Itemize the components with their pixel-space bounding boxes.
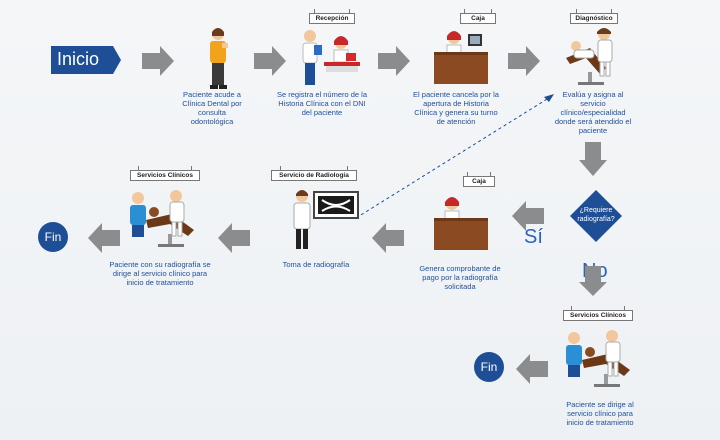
radiology-figure	[293, 190, 359, 249]
dashed-link	[355, 94, 554, 219]
step8-caption: Paciente se dirige al servicio clínico p…	[566, 400, 634, 427]
cashier-top-figure	[434, 31, 488, 84]
start-node: Inicio	[51, 46, 121, 74]
radiologia-sign: Servicio de Radiología	[271, 166, 357, 181]
end-node-left: Fin	[38, 222, 68, 252]
diagnostico-sign: Diagnóstico	[570, 9, 618, 24]
cashier-bottom-figure	[434, 197, 488, 250]
decision-node: ¿Requiere radiografía?	[570, 190, 622, 242]
yes-label: Sí	[524, 226, 543, 248]
step2-caption: Se registra el número de la Historia Clí…	[276, 90, 368, 117]
patient-figure	[210, 28, 228, 89]
arrow-right-1	[142, 46, 174, 76]
recepcion-sign: Recepción	[309, 9, 355, 24]
arrow-left-3	[218, 223, 250, 253]
arrow-left-2	[372, 223, 404, 253]
step6-caption: Toma de radiografía	[282, 260, 350, 269]
reception-figures	[302, 30, 360, 85]
end-label-right: Fin	[480, 360, 498, 374]
diagnosis-figure	[566, 28, 613, 85]
decision-label: ¿Requiere radiografía?	[577, 207, 615, 223]
arrow-right-2	[254, 46, 286, 76]
servicios-sign-left: Servicios Clínicos	[130, 166, 200, 181]
step4-caption: Evalúa y asigna al servicio clínico/espe…	[554, 90, 632, 135]
arrow-right-3	[378, 46, 410, 76]
caja-sign-top: Caja	[460, 9, 496, 24]
step3-caption: El paciente cancela por la apertura de H…	[413, 90, 499, 126]
step5-caption: Genera comprobante de pago por la radiog…	[419, 264, 501, 291]
arrow-down-1	[579, 142, 607, 176]
step7-caption: Paciente con su radiografía se dirige al…	[109, 260, 211, 287]
end-label-left: Fin	[44, 230, 62, 244]
start-label: Inicio	[57, 49, 100, 69]
arrow-left-4	[88, 223, 120, 253]
arrow-left-5	[516, 354, 548, 384]
end-node-right: Fin	[474, 352, 504, 382]
step1-caption: Paciente acude a Clínica Dental por cons…	[182, 90, 242, 126]
arrow-down-no	[579, 266, 607, 296]
clinic-left-figure	[130, 190, 194, 247]
caja-sign-bottom: Caja	[463, 172, 495, 187]
arrow-left-yes	[512, 201, 544, 231]
arrow-right-4	[508, 46, 540, 76]
clinic-right-figure	[566, 330, 630, 387]
servicios-sign-right: Servicios Clínicos	[563, 306, 633, 321]
